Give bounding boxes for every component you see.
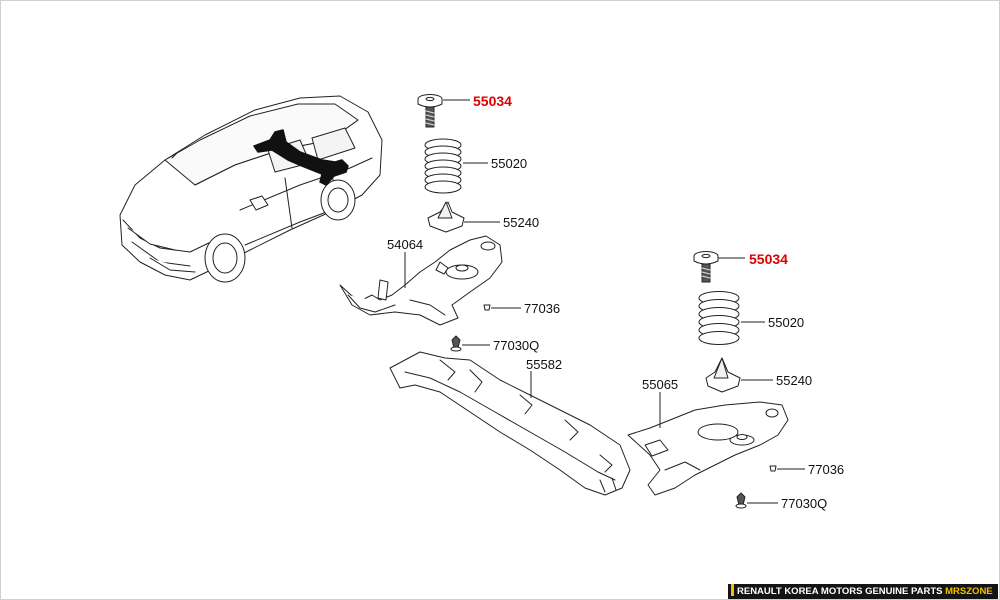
- part-label-77030q-right[interactable]: 77030Q: [781, 496, 828, 511]
- right-bracket-55065: [627, 401, 789, 496]
- part-label-55034-right[interactable]: 55034: [749, 251, 788, 267]
- part-label-55240-left[interactable]: 55240: [503, 215, 540, 230]
- part-label-55240-right[interactable]: 55240: [776, 373, 813, 388]
- part-label-77036-right[interactable]: 77036: [808, 462, 845, 477]
- left-bracket-54064: [339, 235, 503, 326]
- part-label-55065[interactable]: 55065: [642, 377, 679, 392]
- footer-text: RENAULT KOREA MOTORS GENUINE PARTS: [737, 586, 943, 597]
- leader-lines: [404, 99, 805, 504]
- rail-55582: [389, 351, 631, 496]
- right-bumper-55240: [705, 357, 741, 393]
- left-spring-55020: [424, 138, 462, 194]
- footer-brand: MRSZONE: [945, 586, 993, 597]
- left-bumper-55240: [427, 201, 465, 233]
- part-label-55034-left[interactable]: 55034: [473, 93, 512, 109]
- car-subframe-highlight: [253, 129, 349, 186]
- part-label-77030q-left[interactable]: 77030Q: [493, 338, 540, 353]
- part-label-55020-right[interactable]: 55020: [768, 315, 805, 330]
- right-bolt-77030q: [735, 492, 747, 509]
- right-bolt-55034: [693, 251, 719, 283]
- part-label-54064[interactable]: 54064: [387, 237, 424, 252]
- left-bolt-55034: [417, 94, 443, 128]
- right-spring-55020: [698, 291, 740, 345]
- part-label-55582[interactable]: 55582: [526, 357, 563, 372]
- footer-banner: RENAULT KOREA MOTORS GENUINE PARTS MRSZO…: [728, 584, 998, 600]
- footer-accent-bar: [731, 584, 734, 597]
- right-clip-77036: [769, 465, 777, 472]
- car-illustration: [119, 95, 383, 283]
- left-clip-77036: [483, 304, 491, 311]
- part-label-55020-left[interactable]: 55020: [491, 156, 528, 171]
- part-label-77036-left[interactable]: 77036: [524, 301, 561, 316]
- left-bolt-77030q: [450, 335, 462, 352]
